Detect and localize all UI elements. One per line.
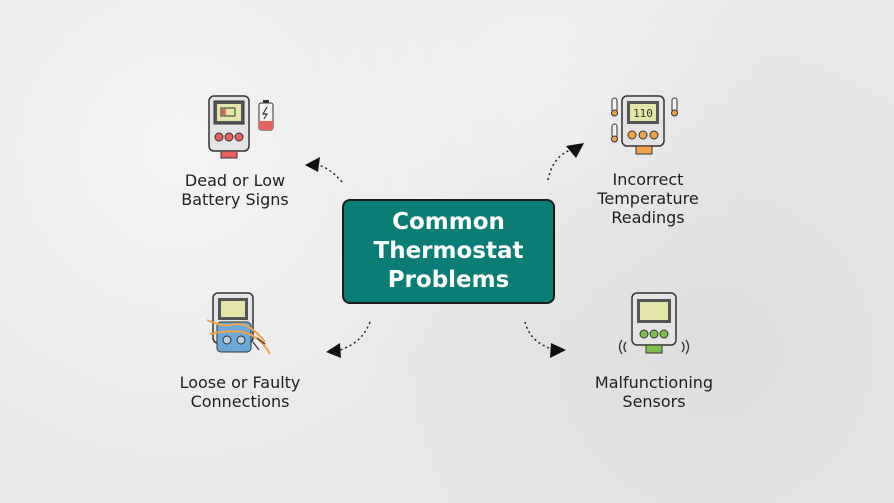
title-line: Common [392,209,505,235]
center-title: Common Thermostat Problems [342,199,555,304]
title-line: Thermostat [373,238,524,264]
arrow-temperature [547,149,571,181]
arrowhead-temperature [566,143,584,158]
sensor-thermostat-icon [618,292,690,355]
wiring-thermostat-icon [206,292,271,355]
arrowhead-battery [305,157,320,172]
arrow-connections [339,321,371,351]
arrow-sensors [524,321,553,350]
arrow-battery [317,164,343,183]
battery-thermostat-icon [208,95,274,159]
svg-text:110: 110 [633,107,653,120]
temperature-thermostat-icon: 110 [611,95,678,155]
arrowhead-connections [326,343,341,358]
title-line: Problems [387,267,510,293]
arrowhead-sensors [550,343,566,358]
